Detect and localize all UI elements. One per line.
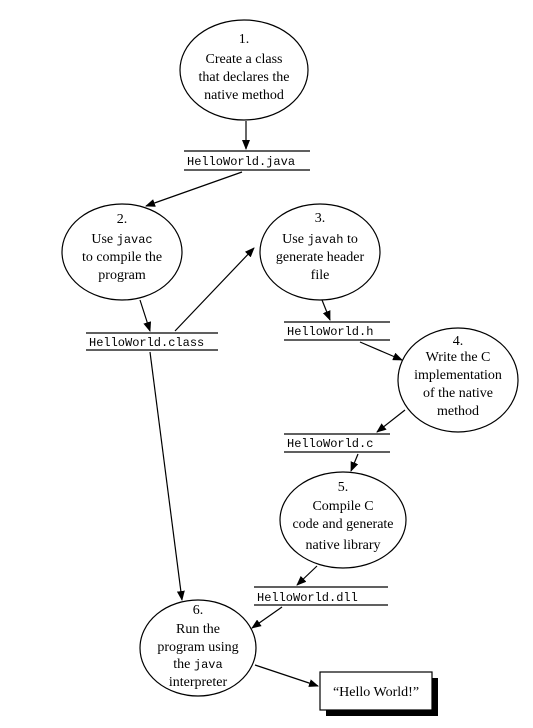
arrow-step6-to-output <box>254 664 319 687</box>
output-text: “Hello World!” <box>333 685 419 700</box>
file-helloworld-dll: HelloWorld.dll <box>254 586 388 606</box>
connectors <box>139 121 406 687</box>
step-4-node: 4. Write the C implementation of the nat… <box>397 327 519 433</box>
arrow-java-to-step2 <box>145 171 243 207</box>
file-helloworld-c: HelloWorld.c <box>284 433 390 453</box>
file-helloworld-java-label: HelloWorld.java <box>187 155 295 169</box>
file-helloworld-java: HelloWorld.java <box>184 150 310 171</box>
arrow-step4-to-c <box>376 409 406 433</box>
step-1-line-2: that declares the <box>199 70 290 85</box>
step-4-line-4: method <box>437 404 479 419</box>
step-6-line-2: program using <box>157 640 238 655</box>
step-2-line-2: to compile the <box>82 250 162 265</box>
step-6-line-4: interpreter <box>169 675 228 690</box>
file-helloworld-class: HelloWorld.class <box>86 332 218 351</box>
step-4-line-3: of the native <box>423 386 493 401</box>
arrow-class-to-step3 <box>174 247 255 332</box>
step-2-line-1: Use javac <box>91 232 152 247</box>
output-box-frame <box>319 671 433 711</box>
step-1-line-1: Create a class <box>206 52 283 67</box>
step-1-node: 1. Create a class that declares the nati… <box>179 19 309 121</box>
step-5-line-3: native library <box>305 538 380 553</box>
step-6-line-1: Run the <box>176 622 220 637</box>
step-3-line-2: generate header <box>276 250 365 265</box>
arrow-dll-to-step6 <box>251 606 283 629</box>
arrow-step5-to-dll <box>296 565 318 586</box>
step-5-line-2: code and generate <box>292 517 393 532</box>
step-4-line-2: implementation <box>414 368 502 383</box>
step-3-line-1: Use javah to <box>282 232 358 247</box>
file-helloworld-h-label: HelloWorld.h <box>287 325 373 339</box>
arrow-step2-to-class <box>139 299 152 332</box>
arrow-step3-to-h <box>321 299 331 321</box>
step-3-number: 3. <box>315 211 326 226</box>
step-5-line-1: Compile C <box>312 499 373 514</box>
step-2-node: 2. Use javac to compile the program <box>61 203 183 301</box>
step-5-node: 5. Compile C code and generate native li… <box>279 471 407 569</box>
step-1-line-3: native method <box>204 88 284 103</box>
file-helloworld-h: HelloWorld.h <box>284 321 390 341</box>
step-6-number: 6. <box>193 603 204 618</box>
step-2-line-3: program <box>98 268 146 283</box>
file-helloworld-dll-label: HelloWorld.dll <box>257 591 358 605</box>
arrow-class-to-step6 <box>149 351 185 601</box>
file-helloworld-c-label: HelloWorld.c <box>287 437 373 451</box>
step-2-number: 2. <box>117 212 128 227</box>
step-3-node: 3. Use javah to generate header file <box>259 203 381 301</box>
file-helloworld-class-label: HelloWorld.class <box>89 336 204 350</box>
step-4-line-1: Write the C <box>426 350 491 365</box>
arrow-h-to-step4 <box>359 341 403 361</box>
arrow-c-to-step5 <box>350 453 359 472</box>
step-1-number: 1. <box>239 32 250 47</box>
step-5-number: 5. <box>338 480 349 495</box>
step-6-line-3: the java <box>173 657 222 672</box>
step-6-node: 6. Run the program using the java interp… <box>139 599 257 697</box>
step-3-line-3: file <box>311 268 330 283</box>
output-box: “Hello World!” <box>319 671 438 716</box>
step-4-number: 4. <box>453 334 464 349</box>
